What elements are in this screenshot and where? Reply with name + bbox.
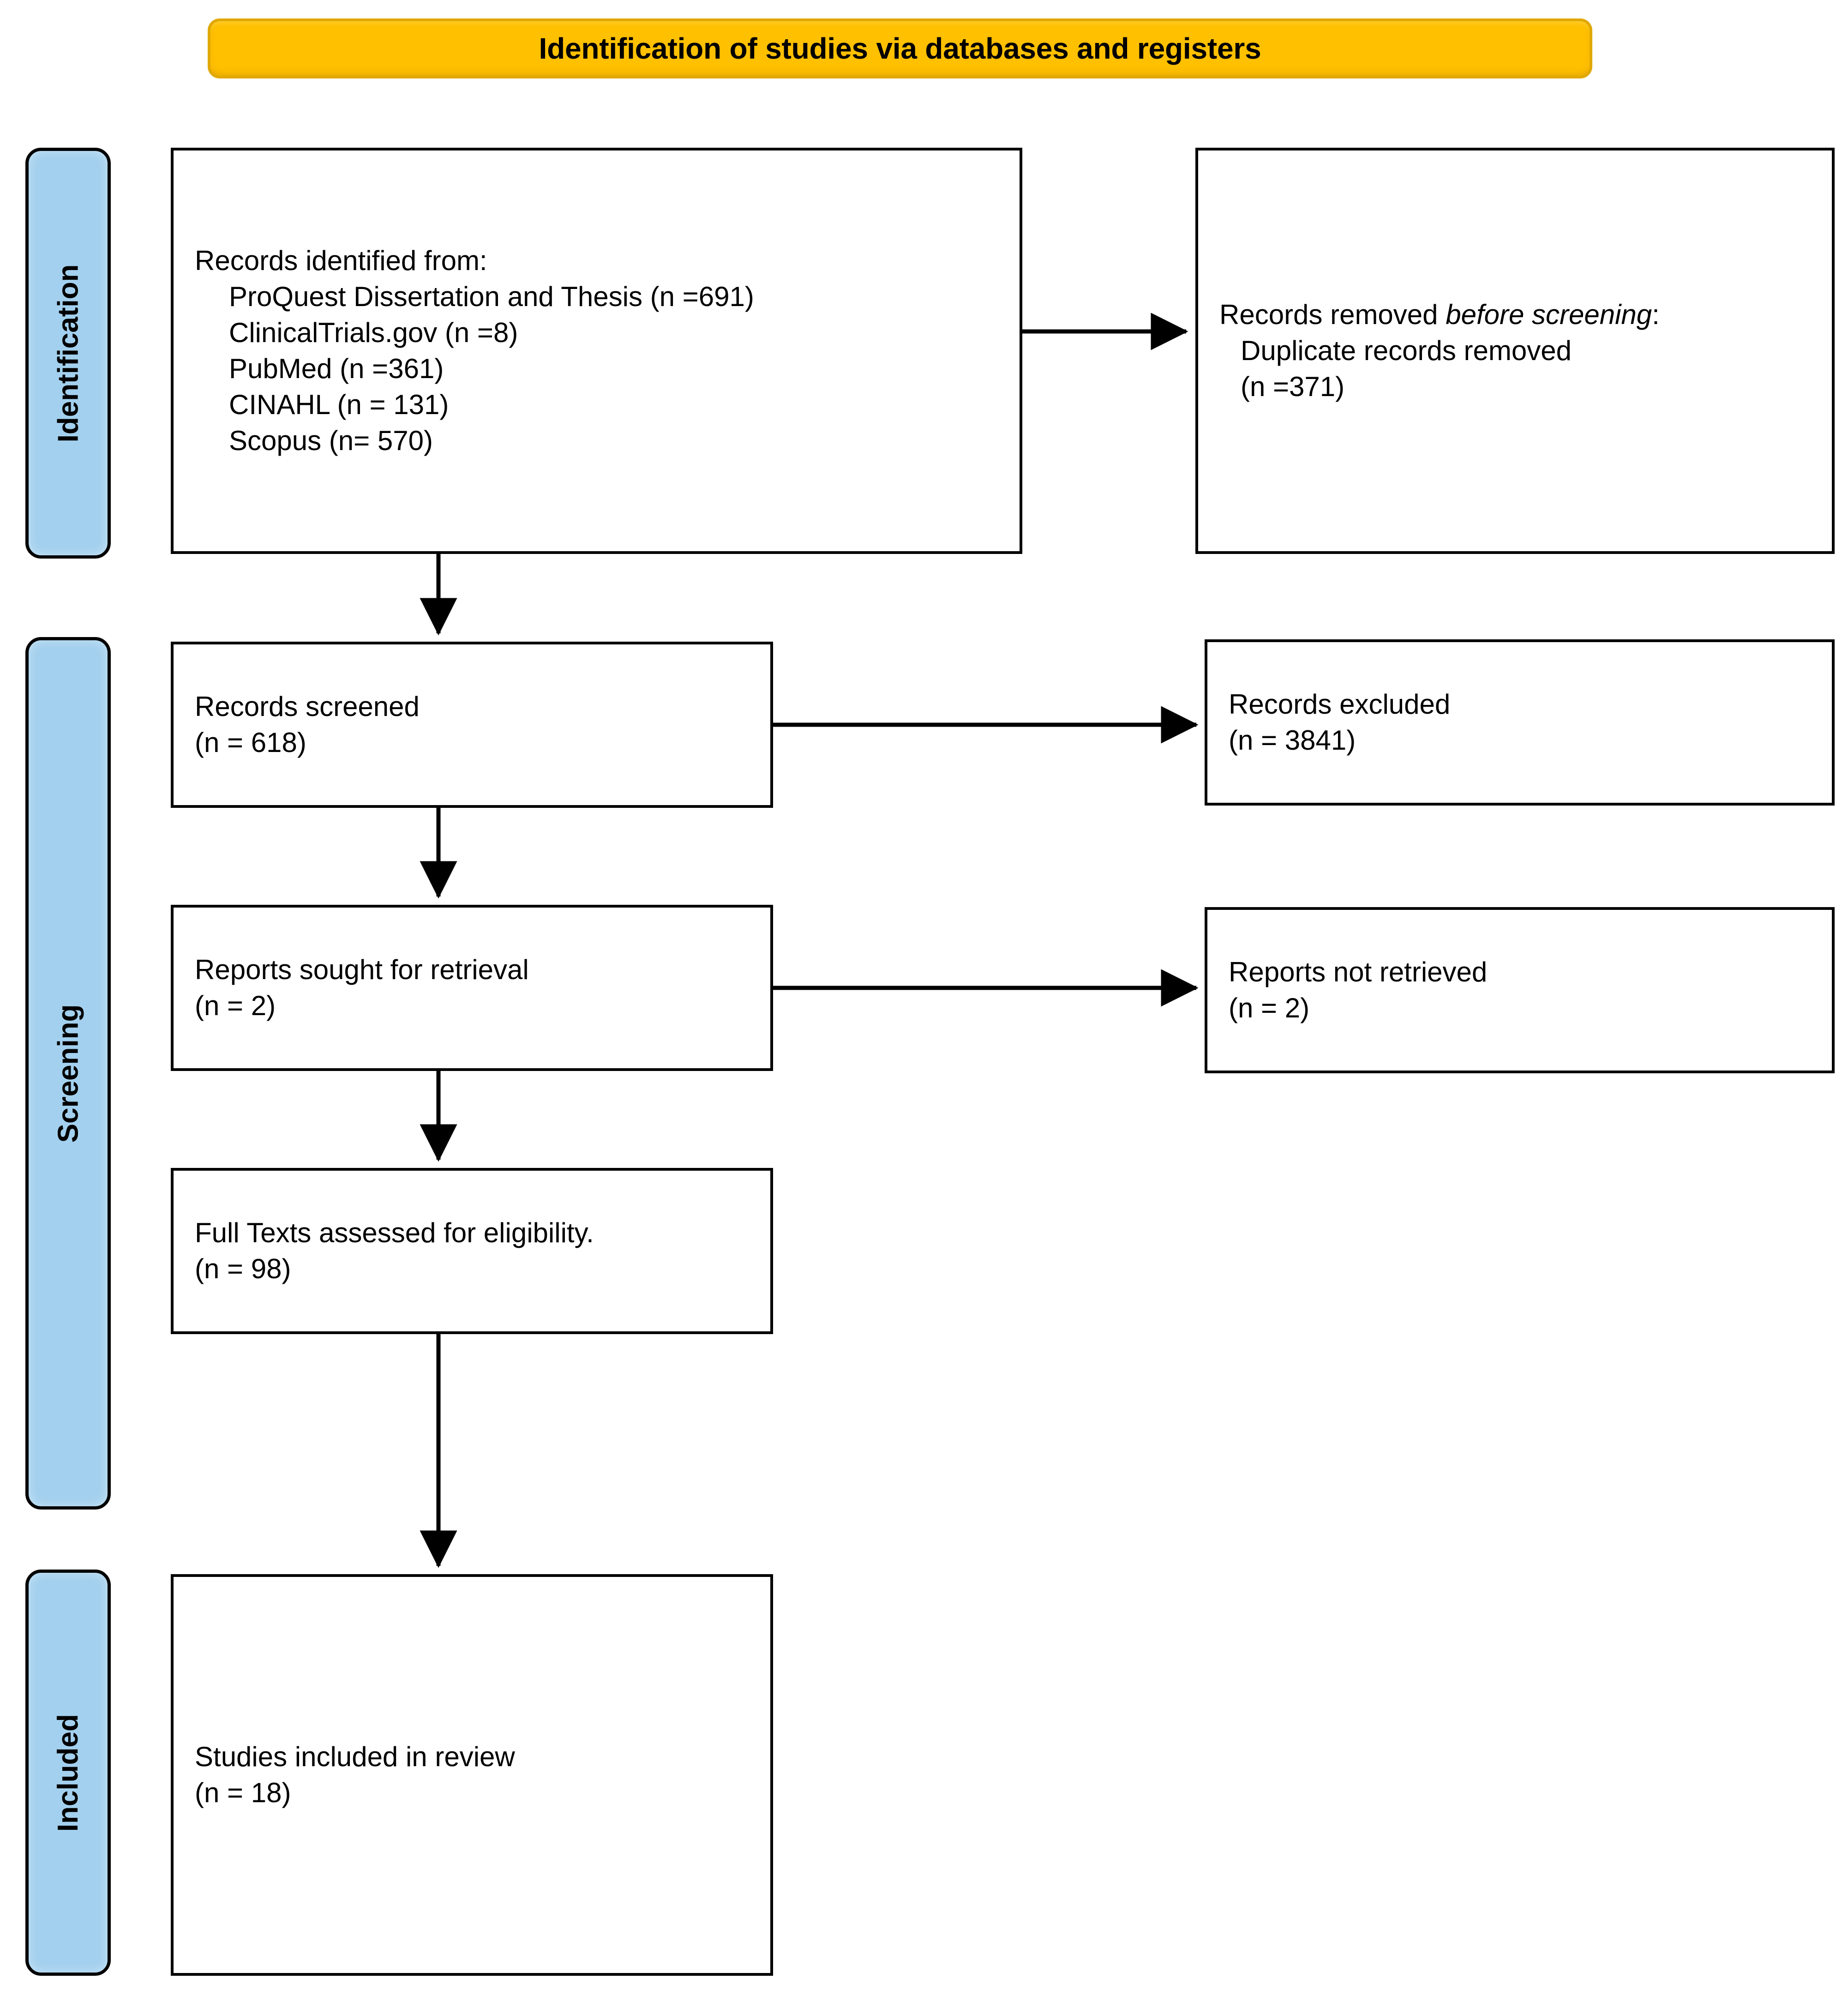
box-studies-included: Studies included in review (n = 18) xyxy=(171,1574,773,1976)
records-removed-count: (n =371) xyxy=(1241,371,1345,402)
box-records-screened: Records screened (n = 618) xyxy=(171,642,773,808)
records-removed-title-part1: Records removed xyxy=(1219,299,1446,330)
box-reports-not-retrieved: Reports not retrieved (n = 2) xyxy=(1205,907,1835,1073)
full-texts-assessed-count: (n = 98) xyxy=(195,1253,291,1284)
records-identified-source-pubmed: PubMed (n =361) xyxy=(229,353,444,384)
records-identified-source-clinicaltrials: ClinicalTrials.gov (n =8) xyxy=(229,317,518,348)
reports-sought-title: Reports sought for retrieval xyxy=(195,954,529,985)
reports-not-retrieved-title: Reports not retrieved xyxy=(1229,956,1488,987)
records-removed-title-italic: before screening xyxy=(1446,299,1652,330)
studies-included-title: Studies included in review xyxy=(195,1741,515,1772)
records-screened-count: (n = 618) xyxy=(195,727,306,758)
box-full-texts-assessed: Full Texts assessed for eligibility. (n … xyxy=(171,1168,773,1334)
records-removed-title-part2: : xyxy=(1652,299,1660,330)
records-screened-title: Records screened xyxy=(195,691,420,722)
records-identified-source-cinahl: CINAHL (n = 131) xyxy=(229,389,449,420)
phase-label-included: Included xyxy=(52,1714,84,1832)
records-excluded-count: (n = 3841) xyxy=(1229,725,1356,756)
records-removed-detail: Duplicate records removed xyxy=(1241,335,1572,366)
full-texts-assessed-title: Full Texts assessed for eligibility. xyxy=(195,1217,594,1248)
records-identified-title: Records identified from: xyxy=(195,245,487,276)
phase-bar-included: Included xyxy=(25,1570,111,1976)
phase-label-identification: Identification xyxy=(52,264,84,442)
reports-sought-count: (n = 2) xyxy=(195,990,276,1021)
reports-not-retrieved-count: (n = 2) xyxy=(1229,992,1310,1023)
box-records-identified: Records identified from: ProQuest Disser… xyxy=(171,148,1022,554)
studies-included-count: (n = 18) xyxy=(195,1777,291,1808)
records-identified-source-scopus: Scopus (n= 570) xyxy=(229,425,433,456)
phase-bar-screening: Screening xyxy=(25,637,111,1510)
stage-banner-label: Identification of studies via databases … xyxy=(539,32,1261,65)
phase-bar-identification: Identification xyxy=(25,148,111,559)
stage-banner-identification: Identification of studies via databases … xyxy=(208,18,1592,78)
box-records-excluded: Records excluded (n = 3841) xyxy=(1205,639,1835,806)
phase-label-screening: Screening xyxy=(52,1004,84,1143)
records-removed-title: Records removed before screening: xyxy=(1219,297,1811,333)
box-records-removed: Records removed before screening: Duplic… xyxy=(1195,148,1835,554)
box-reports-sought: Reports sought for retrieval (n = 2) xyxy=(171,905,773,1071)
records-excluded-title: Records excluded xyxy=(1229,689,1451,720)
records-identified-source-proquest: ProQuest Dissertation and Thesis (n =691… xyxy=(229,281,754,312)
